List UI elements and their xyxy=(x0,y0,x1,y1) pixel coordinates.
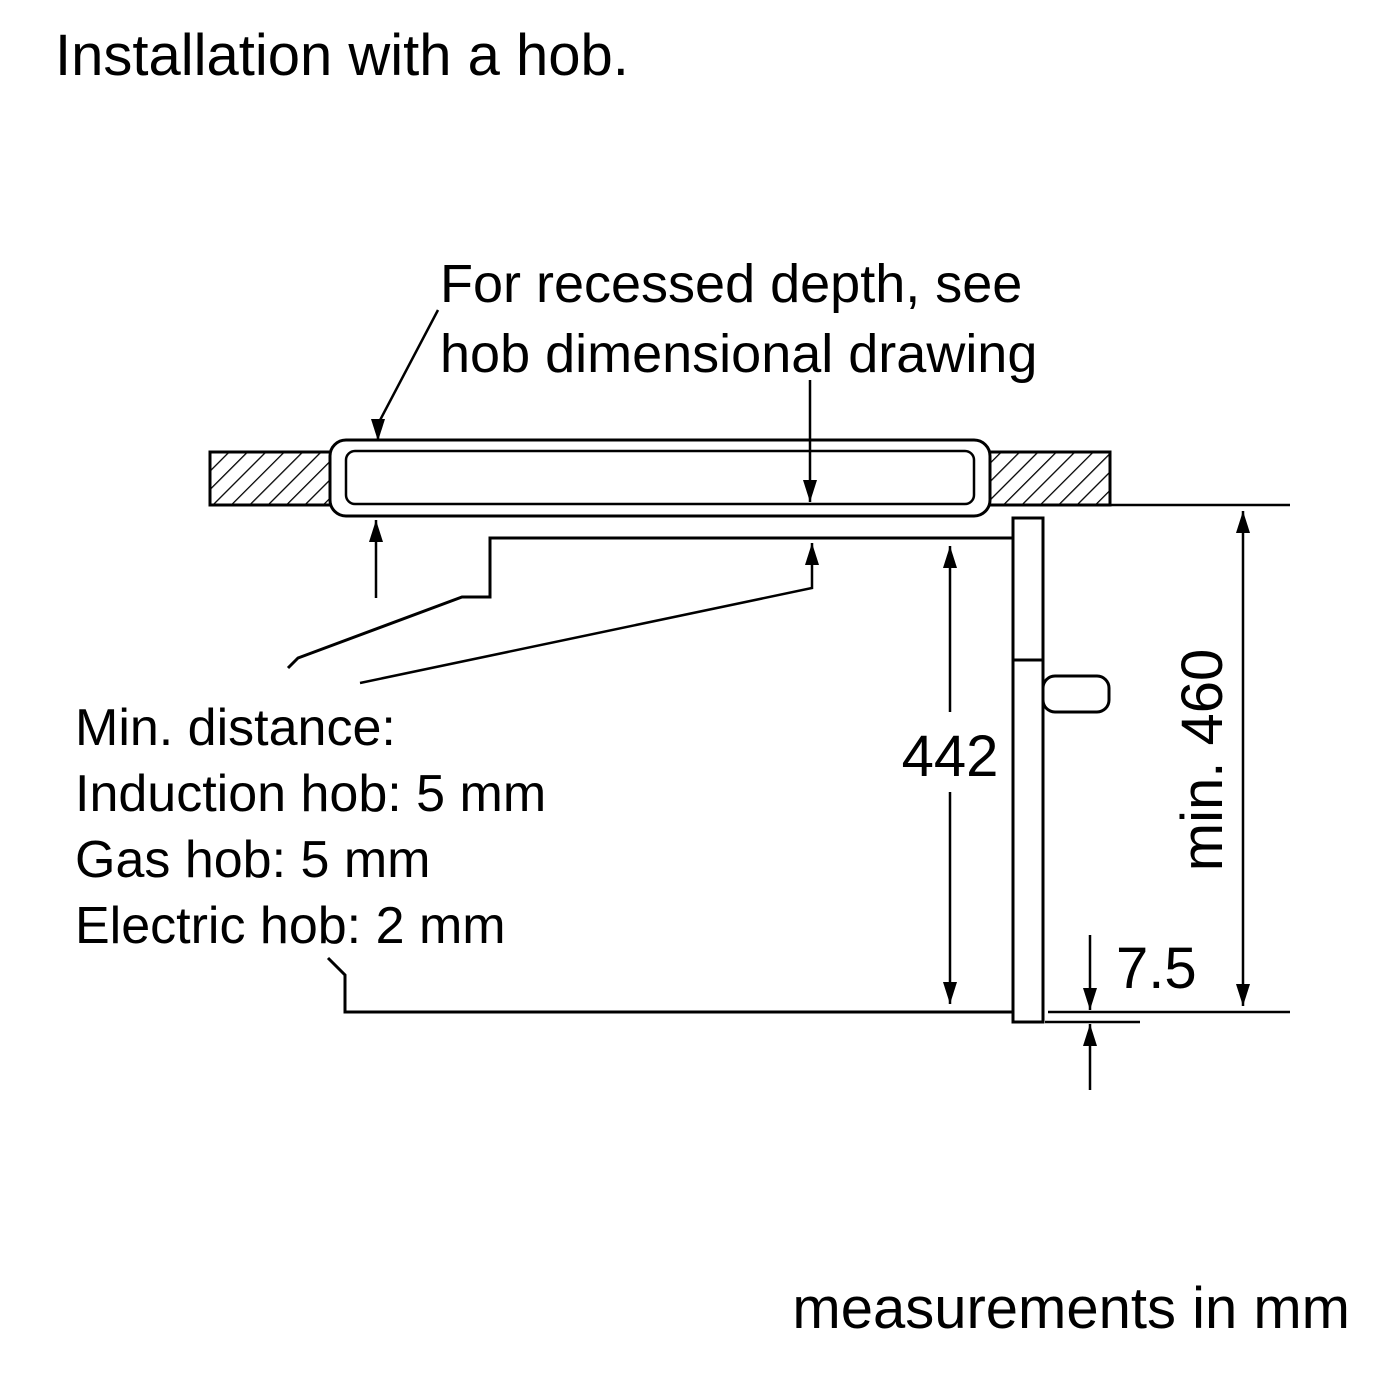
min-distance-electric: Electric hob: 2 mm xyxy=(75,897,506,955)
dim-442-label: 442 xyxy=(902,724,999,789)
dimension-min-460 xyxy=(1048,503,1290,1014)
hob-inner-profile xyxy=(344,449,976,506)
dim-7-5-label: 7.5 xyxy=(1116,936,1197,1001)
recessed-depth-note-line1: For recessed depth, see xyxy=(440,254,1022,314)
oven-top-left-profile xyxy=(286,536,1013,670)
leader-arrow-recessed-depth-left xyxy=(371,309,440,441)
min-distance-heading: Min. distance: xyxy=(75,699,396,757)
hob-cross-section xyxy=(328,438,992,518)
leader-lines xyxy=(359,309,819,685)
door-knob xyxy=(1041,674,1111,714)
oven-door xyxy=(1011,516,1111,1024)
hob-outer-profile xyxy=(328,438,992,518)
min-distance-induction: Induction hob: 5 mm xyxy=(75,765,546,823)
door-panel xyxy=(1011,516,1045,1024)
dim-442-label-bg xyxy=(893,712,1007,792)
recessed-depth-note-line2: hob dimensional drawing xyxy=(440,324,1037,384)
leader-arrow-min-distance xyxy=(359,543,819,685)
oven-bottom-profile xyxy=(326,956,1013,1014)
page-title: Installation with a hob. xyxy=(55,23,629,88)
dim-min-460-label: min. 460 xyxy=(1170,649,1235,871)
min-distance-gas: Gas hob: 5 mm xyxy=(75,831,430,889)
footer-note: measurements in mm xyxy=(792,1276,1350,1341)
oven-outline xyxy=(286,536,1013,1014)
min-distance-text-block: Min. distance: Induction hob: 5 mm Gas h… xyxy=(75,699,546,955)
dimension-7-5 xyxy=(1045,935,1140,1090)
